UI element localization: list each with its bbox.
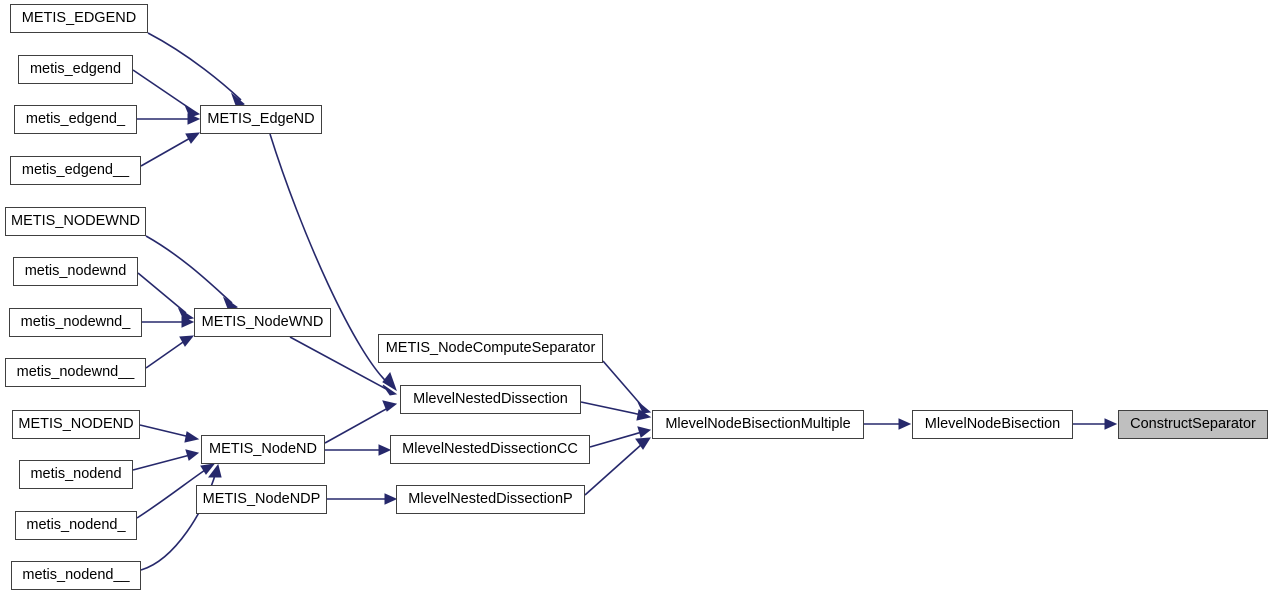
- arrowhead-icon: [177, 307, 195, 321]
- graph-node-label: METIS_EdgeND: [207, 111, 315, 128]
- call-edge: [142, 316, 195, 328]
- call-edge: [147, 32, 245, 109]
- arrowhead-icon: [179, 335, 195, 347]
- graph-node-label: METIS_NodeWND: [201, 314, 324, 331]
- arrowhead-icon: [636, 409, 652, 421]
- arrowhead-icon: [200, 463, 216, 475]
- arrowhead-icon: [382, 400, 398, 412]
- graph-node-METIS_NodeWND[interactable]: METIS_NodeWND: [194, 308, 331, 337]
- call-edge: [145, 335, 195, 369]
- call-edge: [327, 493, 398, 505]
- arrowhead-icon: [384, 493, 398, 505]
- call-edge: [1073, 418, 1118, 430]
- graph-node-label: metis_nodewnd: [24, 263, 127, 280]
- graph-node-label: MlevelNestedDissection: [413, 391, 568, 408]
- arrowhead-icon: [187, 113, 201, 125]
- arrowhead-icon: [637, 426, 652, 438]
- call-edge: [589, 426, 652, 448]
- graph-node-label: metis_nodend__: [22, 567, 130, 584]
- arrowhead-icon: [637, 401, 652, 414]
- call-edge: [864, 418, 912, 430]
- arrowhead-icon: [378, 444, 392, 456]
- call-edge: [137, 272, 195, 321]
- graph-node-METIS_NodeND[interactable]: METIS_NodeND: [201, 435, 325, 464]
- graph-node-METIS_EdgeND[interactable]: METIS_EdgeND: [200, 105, 322, 134]
- call-edge: [580, 401, 652, 421]
- graph-node-metis_nodewnd_caps[interactable]: METIS_NODEWND: [5, 207, 146, 236]
- graph-node-metis_nodewnd_u[interactable]: metis_nodewnd_: [9, 308, 142, 337]
- arrowhead-icon: [382, 384, 398, 396]
- call-edge: [137, 113, 201, 125]
- graph-node-metis_nodend[interactable]: metis_nodend: [19, 460, 133, 489]
- graph-node-METIS_NodeComputeSeparator[interactable]: METIS_NodeComputeSeparator: [378, 334, 603, 363]
- arrowhead-icon: [1104, 418, 1118, 430]
- call-edge: [602, 360, 652, 414]
- graph-node-label: metis_edgend: [29, 61, 122, 78]
- graph-node-label: metis_nodewnd__: [16, 364, 135, 381]
- arrowhead-icon: [184, 431, 200, 443]
- graph-node-metis_edgend_uu[interactable]: metis_edgend__: [10, 156, 141, 185]
- graph-node-metis_edgend[interactable]: metis_edgend: [18, 55, 133, 84]
- arrowhead-icon: [185, 132, 201, 144]
- arrowhead-icon: [185, 449, 200, 461]
- call-edge: [324, 400, 398, 444]
- graph-node-METIS_NodeNDP[interactable]: METIS_NodeNDP: [196, 485, 327, 514]
- graph-node-label: metis_nodewnd_: [20, 314, 131, 331]
- graph-node-metis_nodewnd_uu[interactable]: metis_nodewnd__: [5, 358, 146, 387]
- graph-node-MlevelNestedDissectionCC[interactable]: MlevelNestedDissectionCC: [390, 435, 590, 464]
- call-edge: [140, 132, 201, 167]
- call-edge: [145, 235, 238, 312]
- graph-node-label: METIS_NODEWND: [11, 213, 140, 230]
- call-edge: [325, 444, 392, 456]
- graph-node-label: METIS_NODEND: [18, 416, 134, 433]
- graph-node-MlevelNodeBisection[interactable]: MlevelNodeBisection: [912, 410, 1073, 439]
- graph-node-metis_nodend_caps[interactable]: METIS_NODEND: [12, 410, 140, 439]
- graph-node-label: METIS_EDGEND: [21, 10, 137, 27]
- graph-node-label: metis_edgend__: [21, 162, 130, 179]
- graph-node-label: MlevelNestedDissectionP: [408, 491, 573, 508]
- graph-node-label: MlevelNodeBisectionMultiple: [665, 416, 851, 433]
- arrowhead-icon: [635, 437, 651, 450]
- call-edge: [132, 449, 200, 471]
- graph-node-MlevelNodeBisectionMultiple[interactable]: MlevelNodeBisectionMultiple: [652, 410, 864, 439]
- graph-node-label: metis_nodend: [30, 466, 122, 483]
- graph-node-label: MlevelNodeBisection: [924, 416, 1061, 433]
- arrowhead-icon: [208, 463, 222, 478]
- graph-node-ConstructSeparator[interactable]: ConstructSeparator: [1118, 410, 1268, 439]
- call-edge: [584, 437, 651, 496]
- graph-node-label: ConstructSeparator: [1130, 416, 1256, 433]
- graph-node-label: MlevelNestedDissectionCC: [402, 441, 578, 458]
- graph-node-label: METIS_NodeNDP: [202, 491, 321, 508]
- arrowhead-icon: [183, 103, 201, 118]
- call-edge: [139, 424, 200, 443]
- arrowhead-icon: [382, 371, 397, 392]
- graph-node-metis_nodewnd[interactable]: metis_nodewnd: [13, 257, 138, 286]
- arrowhead-icon: [898, 418, 912, 430]
- graph-node-metis_nodend_u[interactable]: metis_nodend_: [15, 511, 137, 540]
- graph-node-metis_nodend_uu[interactable]: metis_nodend__: [11, 561, 141, 590]
- graph-node-label: metis_edgend_: [25, 111, 126, 128]
- graph-node-label: metis_nodend_: [26, 517, 126, 534]
- call-edge: [132, 69, 201, 118]
- graph-node-metis_edgend_u[interactable]: metis_edgend_: [14, 105, 137, 134]
- arrowhead-icon: [181, 316, 195, 328]
- graph-node-label: METIS_NodeND: [209, 441, 317, 458]
- graph-node-label: METIS_NodeComputeSeparator: [385, 340, 596, 357]
- graph-node-MlevelNestedDissection[interactable]: MlevelNestedDissection: [400, 385, 581, 414]
- call-edge: [140, 463, 222, 571]
- graph-node-metis_edgend_caps[interactable]: METIS_EDGEND: [10, 4, 148, 33]
- graph-node-MlevelNestedDissectionP[interactable]: MlevelNestedDissectionP: [396, 485, 585, 514]
